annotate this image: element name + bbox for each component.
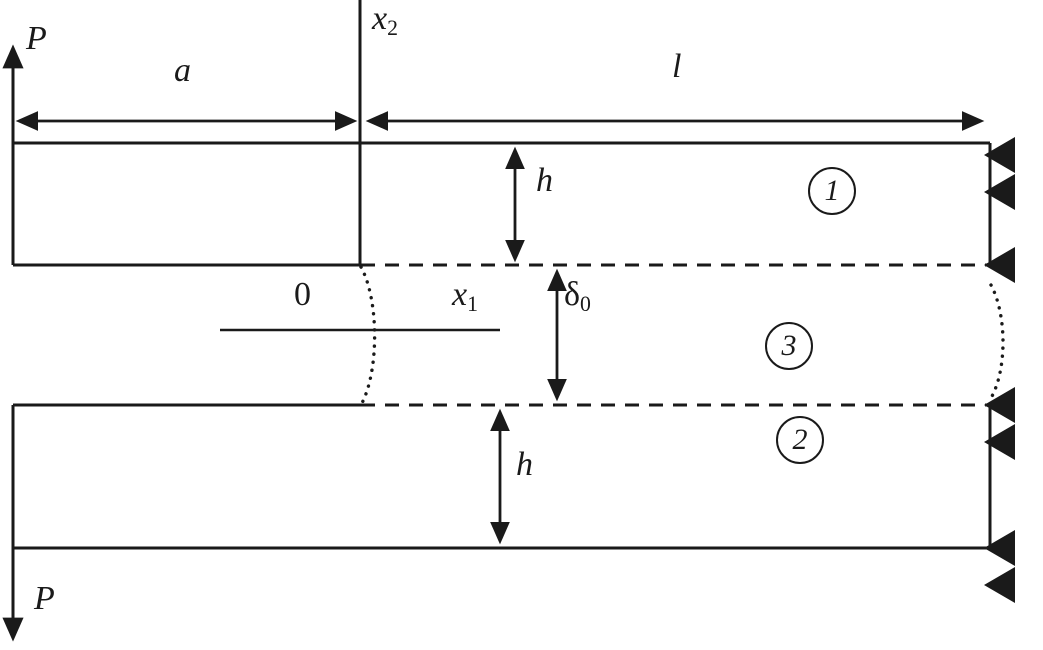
- origin-label: 0: [294, 276, 311, 313]
- crack-front-dotted-right: [989, 283, 1005, 400]
- delta0-label-base: δ: [564, 276, 581, 313]
- support-triangle: [984, 424, 1015, 460]
- upper-beam-outline: [11, 141, 992, 267]
- support-triangle: [984, 530, 1015, 566]
- dim-h-bottom-label: h: [516, 446, 533, 483]
- x1-axis-label-base: x: [452, 276, 468, 313]
- part-3-number: 3: [781, 329, 797, 362]
- delta0-label-sub: 0: [580, 292, 591, 317]
- part-1-badge: 1: [808, 167, 856, 215]
- dim-h-top-label: h: [536, 162, 553, 199]
- support-triangle: [984, 567, 1015, 603]
- dim-l-label: l: [672, 48, 682, 85]
- lower-beam-outline: [11, 403, 992, 550]
- support-triangle: [984, 137, 1015, 173]
- x1-axis-label: x1: [452, 276, 478, 315]
- part-2-number: 2: [792, 423, 808, 456]
- dim-a-label: a: [174, 52, 191, 89]
- part-2-badge: 2: [776, 416, 824, 464]
- x2-axis-label-sub: 2: [387, 16, 398, 41]
- support-triangle: [984, 247, 1015, 283]
- support-triangle: [984, 387, 1015, 423]
- part-1-number: 1: [824, 174, 840, 207]
- x1-axis-label-sub: 1: [467, 292, 478, 317]
- delta0-label: δ0: [564, 276, 591, 315]
- right-supports: [984, 137, 1015, 603]
- crack-front-dotted-left: [359, 265, 377, 405]
- x2-axis-label-base: x: [372, 0, 388, 37]
- force-label-bottom: P: [34, 580, 55, 617]
- x2-axis-label: x2: [372, 0, 398, 39]
- force-label-top: P: [26, 20, 47, 57]
- support-triangle: [984, 174, 1015, 210]
- part-3-badge: 3: [765, 322, 813, 370]
